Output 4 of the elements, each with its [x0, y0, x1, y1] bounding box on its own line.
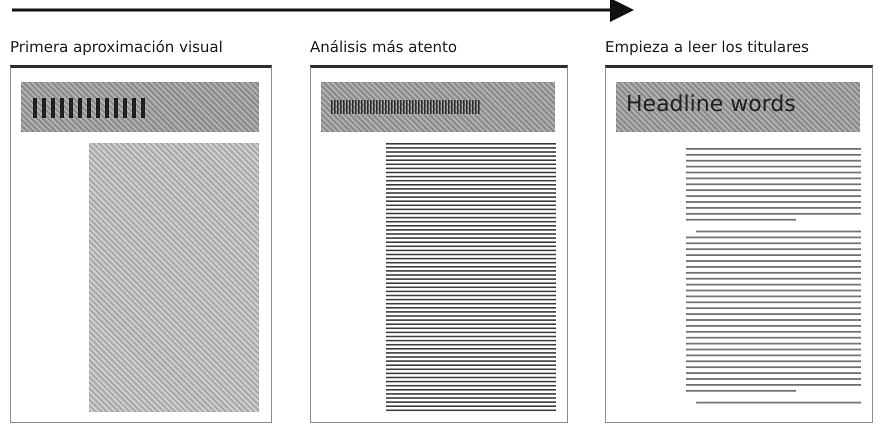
- headline-text: Headline words: [626, 92, 796, 117]
- page-heading: Primera aproximación visual: [10, 38, 223, 56]
- page-heading: Análisis más atento: [310, 38, 458, 56]
- page-heading: Empieza a leer los titulares: [605, 38, 809, 56]
